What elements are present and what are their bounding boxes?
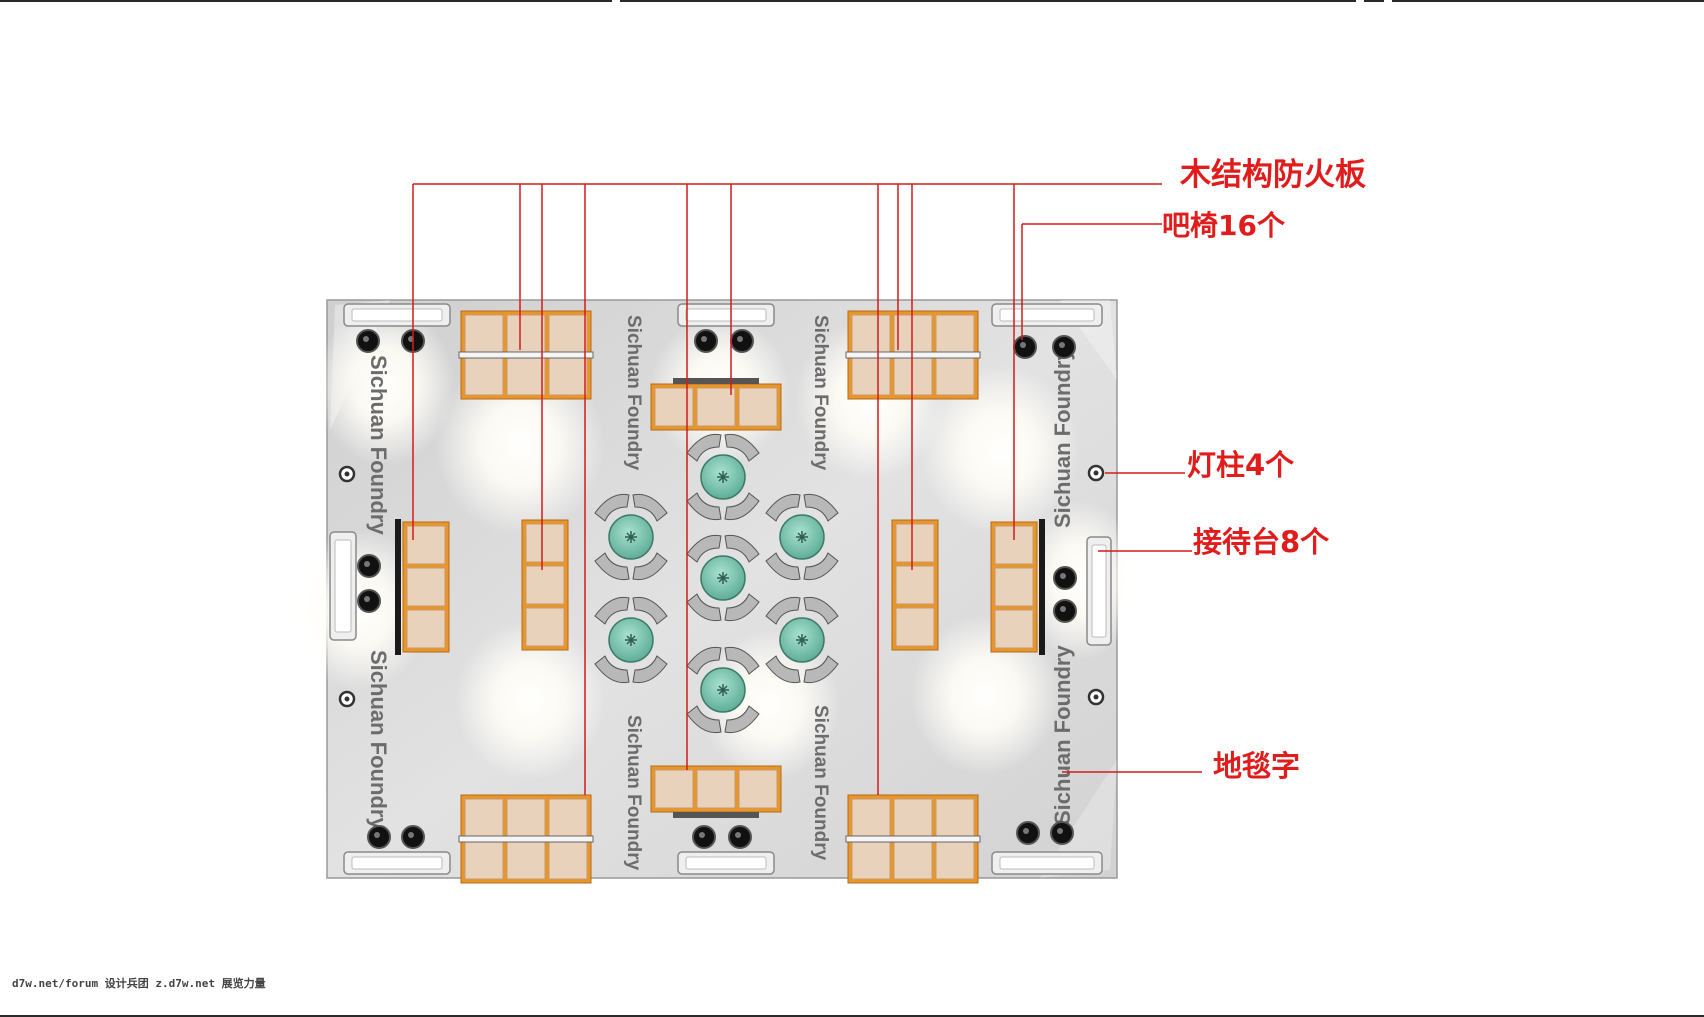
cabinet-panel [851,356,891,396]
counter-top [845,835,981,843]
bench-cushion [351,308,443,322]
bar-chair-highlight [408,832,414,838]
bar-chair-highlight [1023,828,1029,834]
cabinet-panel [935,314,975,354]
light-column-core [344,471,350,477]
carpet-text: Sichuan Foundry [623,315,644,471]
cabinet-panel [654,769,694,809]
cabinet-panel [696,769,736,809]
bar-chair-highlight [364,561,370,567]
counter-top [458,351,594,359]
carpet-text: Sichuan Foundry [810,705,831,861]
cabinet-panel [696,387,736,427]
cabinet-panel [464,356,504,396]
light-column-core [344,696,350,702]
cabinet-panel [464,798,504,838]
cabinet-panel [851,314,891,354]
callout-reception-desks: 接待台8个 [1193,525,1330,559]
bar-chair-highlight [1057,828,1063,834]
callout-light-columns: 灯柱4个 [1187,448,1295,482]
bench-cushion [999,308,1095,322]
counter-edge [673,378,759,384]
bench-cushion [685,308,767,322]
cabinet-panel [506,314,546,354]
carpet-text: Sichuan Foundry [810,315,831,471]
cabinet-panel [895,523,935,563]
cabinet-panel [851,798,891,838]
top-border-line [0,0,1704,2]
cabinet-panel [994,567,1034,607]
cabinet-panel [506,798,546,838]
cabinet-panel [893,798,933,838]
bar-chair-highlight [737,336,743,342]
bar-chair-highlight [364,596,370,602]
bench-cushion [351,856,443,870]
cabinet-panel [548,798,588,838]
bar-chair-highlight [1059,342,1065,348]
cabinet-panel [895,607,935,647]
bar-chair-highlight [701,336,707,342]
cabinet-panel [851,840,891,880]
cabinet-panel [893,356,933,396]
counter-edge [395,519,401,655]
bench-cushion [1091,544,1107,638]
cabinet-panel [525,565,565,605]
counter-top [458,835,594,843]
cabinet-panel [893,314,933,354]
cabinet-panel [935,356,975,396]
cabinet-panel [548,840,588,880]
cabinet-panel [548,356,588,396]
carpet-text: Sichuan Foundry [623,715,644,871]
light-column-core [1093,470,1099,476]
carpet-text: Sichuan Foundry [1050,348,1075,528]
cabinet-panel [406,567,446,607]
cabinet-panel [506,840,546,880]
bottom-border-line [0,1015,1704,1017]
bar-chair-highlight [1060,573,1066,579]
bar-chair-highlight [1060,606,1066,612]
cabinet-panel [406,609,446,649]
callout-leaders [412,183,1202,795]
bar-chair-highlight [699,832,705,838]
cabinet-panel [738,769,778,809]
cabinet-panel [525,607,565,647]
bar-chair-highlight [374,832,380,838]
watermark-text: d7w.net/forum 设计兵团 z.d7w.net 展览力量 [12,977,266,990]
callout-carpet-text: 地毯字 [1213,749,1301,783]
counter-edge [673,812,759,818]
cabinet-panel [506,356,546,396]
bench-cushion [334,539,352,633]
bar-chair-highlight [363,336,369,342]
bar-chair-highlight [1020,342,1026,348]
light-column-core [1093,694,1099,700]
cabinet-panel [548,314,588,354]
callout-wood-fireproof-panel: 木结构防火板 [1180,157,1366,193]
cabinet-panel [994,609,1034,649]
bar-chair-highlight [735,832,741,838]
cabinet-panel [738,387,778,427]
cabinet-panel [464,840,504,880]
bench-cushion [999,856,1095,870]
cabinet-panel [464,314,504,354]
carpet-text: Sichuan Foundry [366,355,391,535]
carpet-text: Sichuan Foundry [1050,645,1075,825]
carpet-text: Sichuan Foundry [366,650,391,830]
counter-edge [1039,519,1045,655]
cabinet-panel [935,798,975,838]
cabinet-panel [893,840,933,880]
bench-cushion [685,856,767,870]
counter-top [845,351,981,359]
cabinet-panel [895,565,935,605]
cabinet-panel [935,840,975,880]
callout-bar-chairs: 吧椅16个 [1162,209,1285,242]
cabinet-panel [525,523,565,563]
